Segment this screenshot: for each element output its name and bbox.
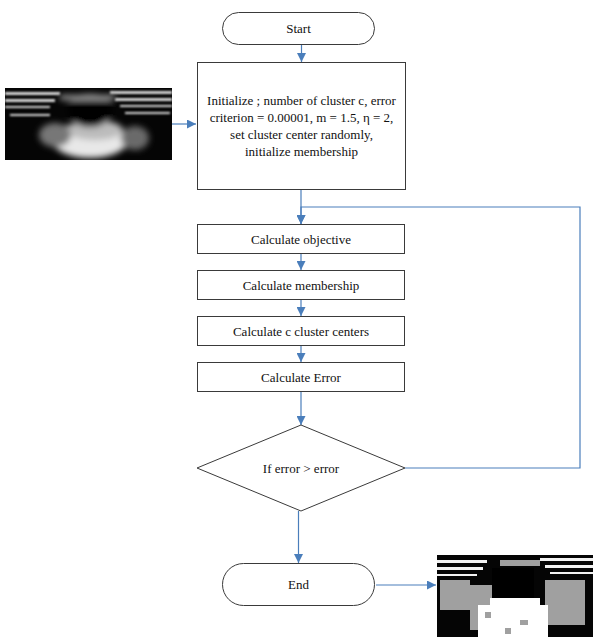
node-label: Calculate objective [251,231,351,248]
node-label: Calculate membership [243,277,360,294]
decision-diamond: If error > error [197,425,405,511]
process-box: Calculate Error [197,362,405,392]
node-label: Calculate Error [261,369,341,386]
flow-arrow [300,346,301,362]
process-box: Calculate membership [197,270,405,300]
node-label: End [288,576,309,593]
flow-arrow [301,45,302,62]
flow-arrow [300,300,301,316]
node-label: If error > error [263,460,339,477]
end-terminal: End [222,563,375,606]
start-terminal: Start [222,12,375,45]
process-box: Calculate objective [197,224,405,254]
output-arrow [376,584,436,585]
segmented-output-image [437,555,593,637]
node-label: Start [286,20,311,37]
ultrasound-input-image [5,88,172,160]
flow-arrow [300,392,301,425]
node-label: Calculate c cluster centers [233,323,369,340]
initialize-box: Initialize ; number of cluster c, error … [197,62,406,190]
node-label: Initialize ; number of cluster c, error … [207,92,397,160]
input-arrow [172,123,196,124]
flow-arrow [298,511,299,563]
process-box: Calculate c cluster centers [197,316,405,346]
flow-arrow [300,254,301,270]
